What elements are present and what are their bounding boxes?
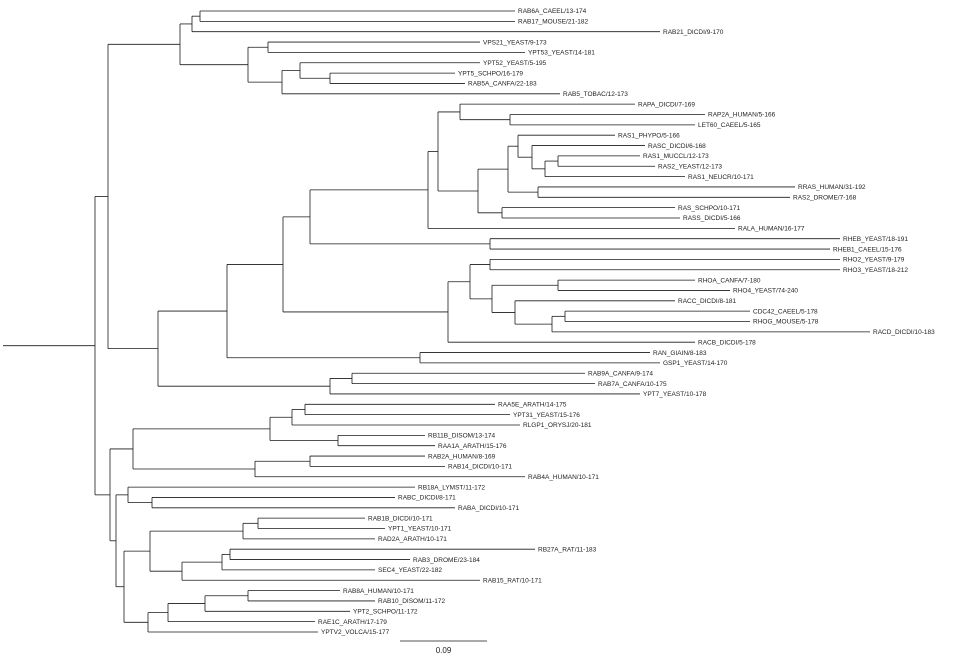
taxon-label: RAB3_DROME/23-184 (413, 557, 480, 564)
taxon-label: RABC_DICDI/8-171 (398, 495, 456, 502)
taxon-label: RB11B_DISOM/13-174 (428, 433, 495, 440)
taxon-label: RAB2A_HUMAN/8-169 (428, 453, 496, 460)
taxon-label: YPT5_SCHPO/16-179 (458, 70, 523, 77)
scale-bar-label: 0.09 (436, 646, 452, 655)
taxon-label: RAS2_YEAST/12-173 (658, 163, 722, 170)
taxon-label: RAB10_DISOM/11-172 (378, 598, 445, 605)
taxon-label: YPT31_YEAST/15-176 (513, 412, 580, 419)
taxon-label: RACC_DICDI/8-181 (678, 298, 737, 305)
taxon-label: RHO3_YEAST/18-212 (843, 267, 908, 274)
taxon-label: RABA_DICDI/10-171 (458, 505, 519, 512)
taxon-label: RAE1C_ARATH/17-179 (318, 619, 387, 626)
taxon-label: RAS1_PHYPO/5-166 (618, 132, 680, 139)
taxon-labels-layer: RAB6A_CAEEL/13-174RAB17_MOUSE/21-182RAB2… (318, 8, 935, 636)
taxon-label: RACD_DICDI/10-183 (873, 329, 935, 336)
tree-branches-layer (3, 10, 870, 633)
taxon-label: RAA1A_ARATH/15-176 (438, 443, 507, 450)
taxon-label: RAD2A_ARATH/10-171 (378, 536, 447, 543)
taxon-label: RHOG_MOUSE/5-178 (753, 319, 819, 326)
taxon-label: RHO4_YEAST/74-240 (733, 288, 798, 295)
taxon-label: VPS21_YEAST/9-173 (483, 39, 547, 46)
taxon-label: RAN_GIAIN/8-183 (653, 350, 707, 357)
taxon-label: RAB21_DICDI/9-170 (663, 29, 724, 36)
taxon-label: RAB14_DICDI/10-171 (448, 464, 512, 471)
taxon-label: RAB6A_CAEEL/13-174 (518, 8, 587, 15)
taxon-label: RAA5E_ARATH/14-175 (498, 402, 567, 409)
taxon-label: LET60_CAEEL/5-165 (698, 122, 761, 129)
taxon-label: YPT1_YEAST/10-171 (388, 526, 452, 533)
taxon-label: GSP1_YEAST/14-170 (663, 360, 728, 367)
taxon-label: YPT53_YEAST/14-181 (528, 50, 595, 57)
taxon-label: RACB_DICDI/5-178 (698, 339, 756, 346)
taxon-label: RHEB1_CAEEL/15-176 (833, 246, 902, 253)
taxon-label: RALA_HUMAN/16-177 (738, 226, 805, 233)
taxon-label: RRAS_HUMAN/31-192 (798, 184, 866, 191)
taxon-label: RAP2A_HUMAN/5-166 (708, 112, 776, 119)
taxon-label: YPT7_YEAST/10-178 (643, 391, 707, 398)
taxon-label: YPT2_SCHPO/11-172 (353, 609, 418, 616)
taxon-label: RAB7A_CANFA/10-175 (598, 381, 667, 388)
taxon-label: RHOA_CANFA/7-180 (698, 277, 761, 284)
taxon-label: RAB8A_HUMAN/10-171 (343, 588, 414, 595)
taxon-label: RAB1B_DICDI/10-171 (368, 515, 433, 522)
taxon-label: RAB15_RAT/10-171 (483, 577, 542, 584)
taxon-label: RB18A_LYMST/11-172 (418, 484, 485, 491)
taxon-label: RAB17_MOUSE/21-182 (518, 19, 588, 26)
taxon-label: RAB5A_CANFA/22-183 (468, 81, 537, 88)
taxon-label: RHEB_YEAST/18-191 (843, 236, 908, 243)
taxon-label: RB27A_RAT/11-183 (538, 546, 597, 553)
taxon-label: RLGP1_ORYSJ/20-181 (523, 422, 592, 429)
taxon-label: RAS1_MUCCL/12-173 (643, 153, 709, 160)
taxon-label: RAB9A_CANFA/9-174 (588, 370, 653, 377)
taxon-label: SEC4_YEAST/22-182 (378, 567, 442, 574)
taxon-label: RASS_DICDI/5-166 (683, 215, 741, 222)
taxon-label: CDC42_CAEEL/5-178 (753, 308, 818, 315)
taxon-label: YPTV2_VOLCA/15-177 (321, 629, 390, 636)
taxon-label: RASC_DICDI/6-168 (648, 143, 706, 150)
taxon-label: RAPA_DICDI/7-169 (638, 101, 695, 108)
taxon-label: YPT52_YEAST/5-195 (483, 60, 547, 67)
taxon-label: RAB4A_HUMAN/10-171 (528, 474, 599, 481)
taxon-label: RAB5_TOBAC/12-173 (563, 91, 628, 98)
taxon-label: RAS2_DROME/7-168 (793, 195, 857, 202)
taxon-label: RAS1_NEUCR/10-171 (688, 174, 754, 181)
taxon-label: RAS_SCHPO/10-171 (678, 205, 741, 212)
taxon-label: RHO2_YEAST/9-179 (843, 257, 905, 264)
